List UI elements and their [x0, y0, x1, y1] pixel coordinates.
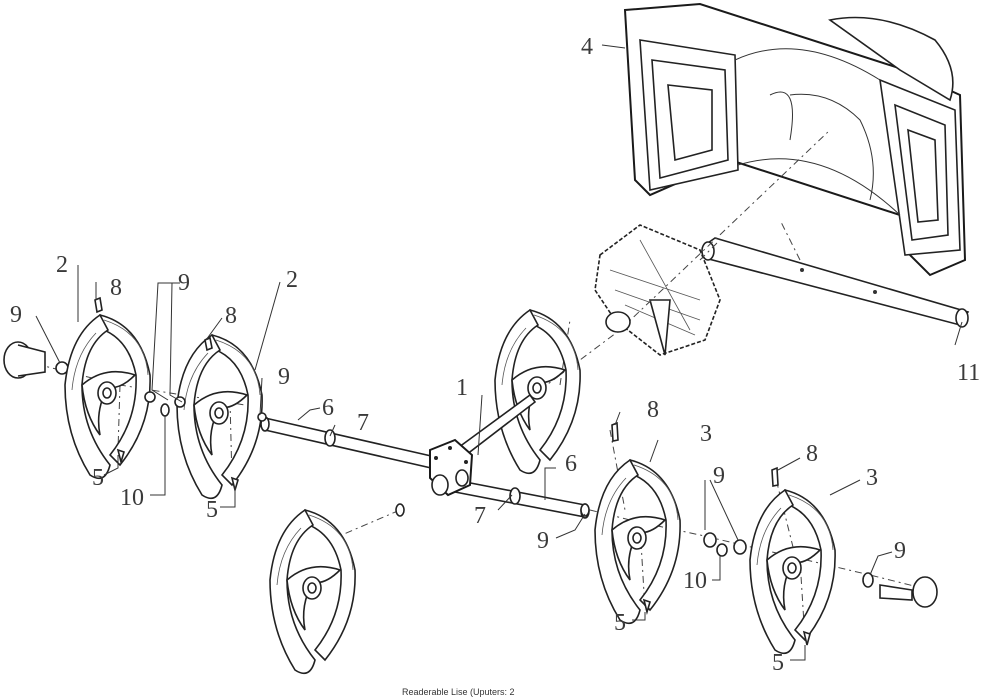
callout-2-right: 2 [286, 267, 298, 293]
callout-5-left: 5 [92, 465, 104, 491]
auger-flight-left-inner [176, 334, 263, 500]
callout-4: 4 [581, 34, 593, 60]
callout-9-right-pair: 9 [713, 463, 725, 489]
cross-tube [701, 237, 970, 328]
callout-3-outer: 3 [866, 465, 878, 491]
callout-9-shaft-end: 9 [537, 528, 549, 554]
callout-9-mid: 9 [278, 364, 290, 390]
footer-caption: Readerable Lise (Uputers: 2 [402, 687, 515, 697]
callout-3-inner: 3 [700, 421, 712, 447]
callout-6-right: 6 [565, 451, 577, 477]
auger-flight-lower [269, 509, 356, 675]
impeller-assembly [594, 224, 721, 356]
auger-flight-right-outer [749, 489, 836, 655]
callout-1: 1 [456, 375, 468, 401]
callout-9-upper: 9 [178, 270, 190, 296]
callout-9-far-left: 9 [10, 302, 22, 328]
callout-11: 11 [957, 360, 980, 386]
callout-labels: 4 11 2 2 8 8 9 9 9 1 6 7 5 10 5 8 3 6 7 … [10, 34, 980, 676]
callout-6-left: 6 [322, 395, 334, 421]
auger-housing [623, 2, 967, 277]
leader-lines [35, 44, 963, 661]
gearbox [429, 438, 474, 497]
callout-7-right: 7 [474, 503, 486, 529]
callout-8-right: 8 [647, 397, 659, 423]
callout-8-mid: 8 [225, 303, 237, 329]
hardware [94, 296, 938, 646]
callout-8-far-right: 8 [806, 441, 818, 467]
callout-2-left: 2 [56, 252, 68, 278]
callout-5-right-outer: 5 [772, 650, 784, 676]
left-end-plate [3, 341, 69, 379]
auger-shaft-left [260, 416, 441, 472]
callout-7-left: 7 [357, 410, 369, 436]
auger-flight-right-inner [594, 459, 681, 625]
callout-9-far-right: 9 [894, 538, 906, 564]
callout-5-mid: 5 [206, 497, 218, 523]
callout-10-left: 10 [120, 485, 144, 511]
callout-10-right: 10 [683, 568, 707, 594]
callout-8-left: 8 [110, 275, 122, 301]
callout-5-right-inner: 5 [614, 610, 626, 636]
auger-flight-left-outer [64, 314, 151, 480]
